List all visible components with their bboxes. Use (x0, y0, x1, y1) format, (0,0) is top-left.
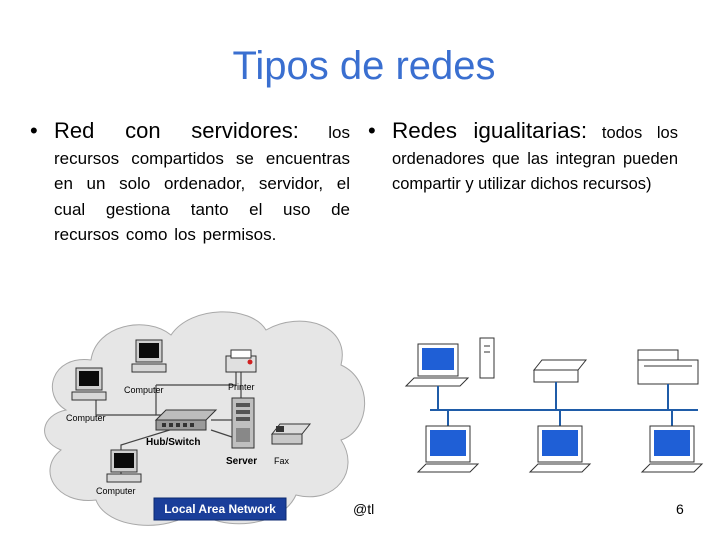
fax-icon (270, 423, 312, 445)
peer-network-diagram (404, 337, 704, 473)
server-icon (231, 397, 255, 449)
bullet-marker: • (30, 118, 38, 143)
right-column: • Redes igualitarias: todos los ordenado… (368, 118, 678, 214)
hub-icon (532, 359, 588, 410)
label-computer-left: Computer (66, 413, 106, 423)
label-printer: Printer (228, 382, 255, 392)
footer-author: @tl (353, 501, 375, 517)
lan-banner-text: Local Area Network (164, 502, 276, 516)
hub-icon (154, 409, 218, 431)
label-server: Server (226, 456, 257, 467)
computer-icon (416, 410, 480, 473)
computer-icon (404, 337, 495, 410)
printer-icon (225, 349, 257, 373)
left-body: los recursos compartidos se encuentras e… (54, 123, 350, 245)
computer-icon (71, 367, 107, 401)
lan-banner (153, 497, 287, 521)
computer-icon (131, 339, 167, 373)
left-column: • Red con servidores: los recursos compa… (30, 118, 350, 265)
right-body: todos los ordenadores que las integran p… (392, 124, 678, 194)
computer-icon (528, 410, 592, 473)
label-fax: Fax (274, 456, 290, 466)
left-lead: Red con servidores: (54, 118, 299, 143)
left-paragraph: Red con servidores: los recursos compart… (54, 118, 350, 248)
printer-icon (637, 349, 699, 410)
right-lead: Redes igualitarias: (392, 118, 588, 143)
right-paragraph: Redes igualitarias: todos los ordenadore… (392, 118, 678, 198)
slide-title: Tipos de redes (232, 44, 496, 88)
page-number: 6 (676, 501, 684, 517)
label-computer-top: Computer (124, 385, 164, 395)
lan-diagram: Computer Computer Computer Printer Hub/S… (44, 311, 366, 526)
computer-icon (106, 449, 142, 483)
bullet-marker: • (368, 118, 376, 143)
label-hub: Hub/Switch (146, 437, 200, 448)
computer-icon (640, 410, 704, 473)
label-computer-bottom: Computer (96, 486, 136, 496)
